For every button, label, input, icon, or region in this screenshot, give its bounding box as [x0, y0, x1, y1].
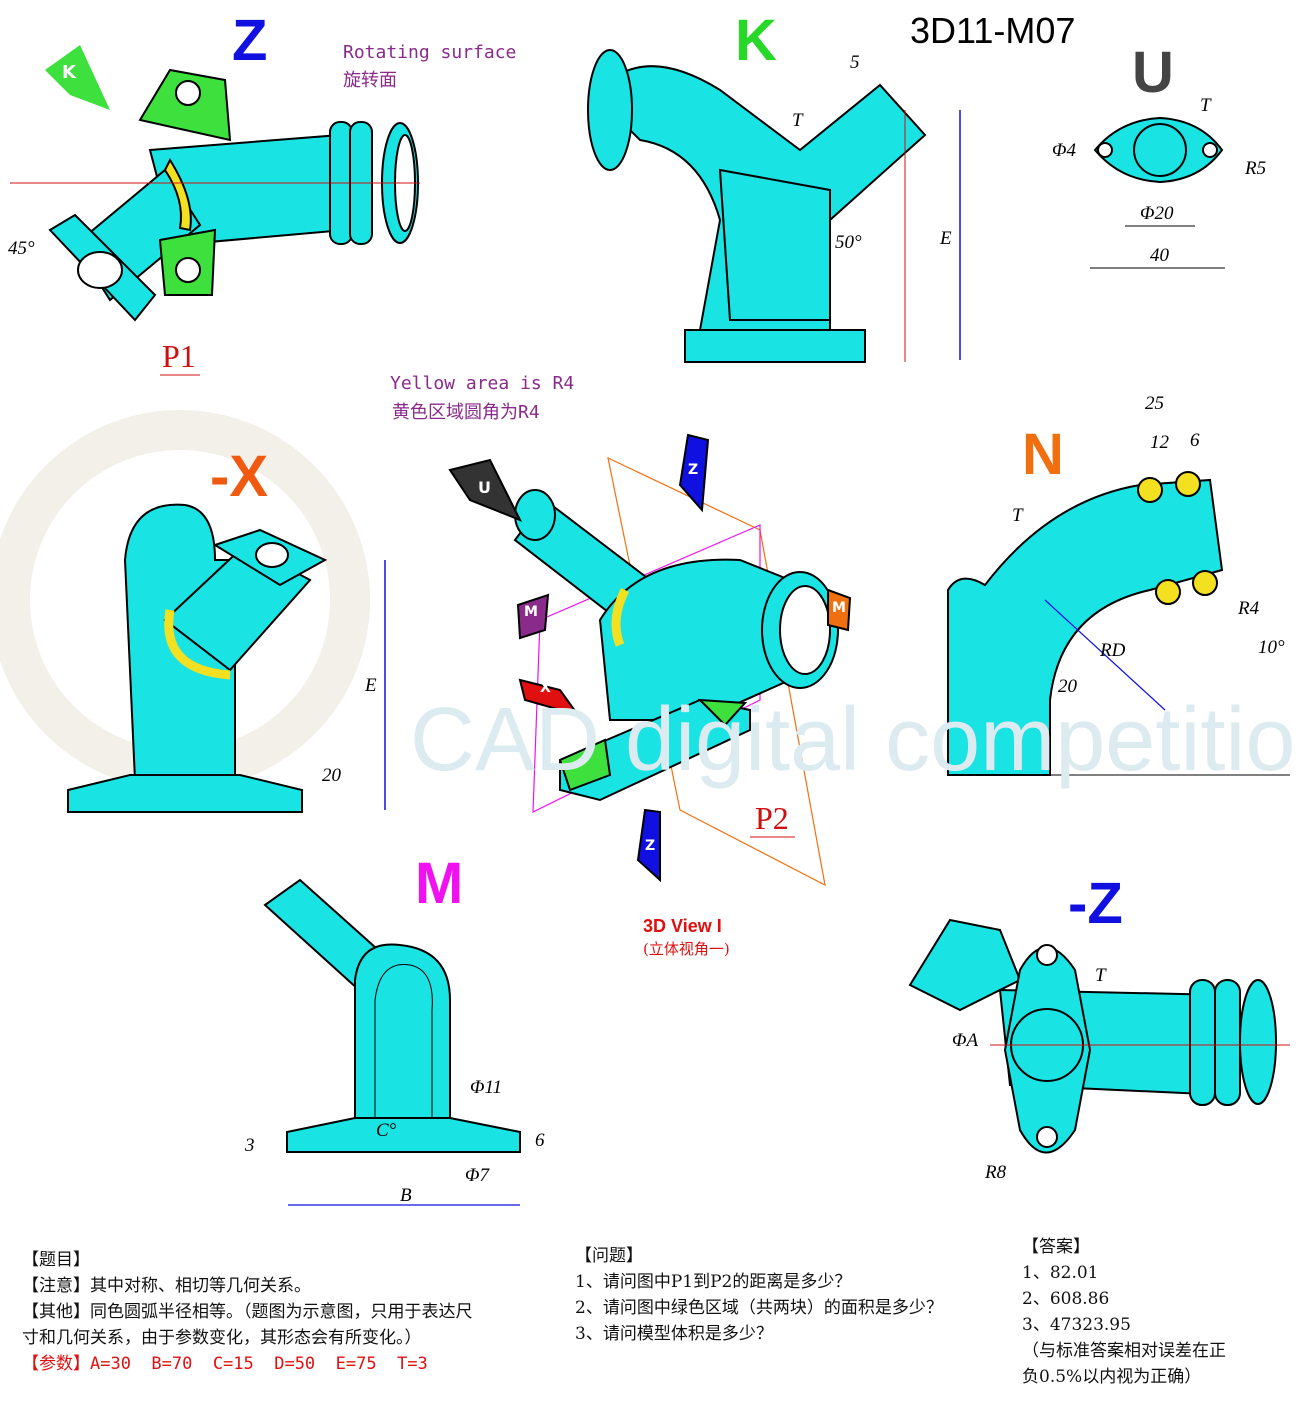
arrow-label-z-bottom: Z: [645, 838, 656, 854]
dim-n-25: 25: [1145, 393, 1164, 414]
dim-z-angle: 45°: [8, 238, 35, 259]
dim-m-c: C°: [376, 1120, 397, 1141]
dim-k-t: T: [792, 110, 803, 131]
dim-x-e: E: [365, 675, 377, 696]
arrow-label-x: X: [540, 680, 551, 696]
view-label-k: K: [735, 8, 777, 73]
view-n: [947, 471, 1290, 776]
dim-negz-da: ΦA: [952, 1030, 979, 1051]
answer-1: 1、82.01: [1022, 1263, 1099, 1283]
view3d-subtitle: (立体视角一): [643, 940, 730, 958]
answer-2: 2、608.86: [1022, 1289, 1110, 1309]
view-label-z: Z: [232, 8, 268, 73]
answer-note-2: 负0.5%以内视为正确）: [1022, 1367, 1202, 1387]
questions-section: 【问题】 1、请问图中P1到P2的距离是多少？ 2、请问图中绿色区域（共两块）的…: [575, 1243, 943, 1347]
arrow-label-m-right: M: [832, 600, 846, 616]
note-yellow-en: Yellow area is R4: [390, 373, 575, 394]
watermark: CAD digital competition: [410, 690, 1300, 790]
problem-heading: 【题目】: [22, 1250, 90, 1270]
question-1: 1、请问图中P1到P2的距离是多少？: [575, 1272, 852, 1292]
answers-heading: 【答案】: [1022, 1237, 1090, 1257]
answer-3: 3、47323.95: [1022, 1315, 1131, 1335]
view-label-u: U: [1132, 40, 1174, 105]
view-label-negx: -X: [210, 444, 268, 509]
dim-negz-r8: R8: [985, 1162, 1007, 1183]
view-label-n: N: [1022, 422, 1064, 487]
view-negz: [908, 918, 1290, 1154]
question-2: 2、请问图中绿色区域（共两块）的面积是多少？: [575, 1298, 943, 1318]
dim-u-40: 40: [1150, 245, 1169, 266]
view-k: [587, 49, 961, 363]
notice-tag: 【注意】: [22, 1276, 90, 1296]
answer-note-1: （与标准答案相对误差在正: [1022, 1341, 1226, 1361]
other-text-2: 寸和几何关系，由于参数变化，其形态会有所变化。）: [22, 1328, 422, 1348]
dim-n-6: 6: [1190, 430, 1200, 451]
view-negx: [67, 503, 386, 813]
arrow-label-z-top: Z: [688, 462, 699, 478]
dim-m-6: 6: [535, 1130, 545, 1151]
view-3d: [448, 433, 852, 887]
dim-u-r5: R5: [1245, 158, 1267, 179]
dim-n-rd: RD: [1100, 640, 1126, 661]
arrow-label-u: U: [478, 478, 491, 497]
note-rotating-en: Rotating surface: [343, 42, 517, 63]
view-label-m: M: [415, 851, 464, 916]
dim-k-angle: 50°: [835, 232, 862, 253]
view-m: [263, 878, 521, 1206]
note-rotating-cn: 旋转面: [343, 70, 397, 91]
dim-m-3: 3: [245, 1135, 255, 1156]
note-yellow-cn: 黄色区域圆角为R4: [392, 402, 540, 423]
dim-k-5: 5: [850, 52, 860, 73]
answers-section: 【答案】 1、82.01 2、608.86 3、47323.95 （与标准答案相…: [1022, 1234, 1226, 1390]
view-u: [1090, 116, 1225, 269]
arrow-label-k: K: [62, 62, 76, 83]
dim-k-e: E: [940, 228, 952, 249]
question-3: 3、请问模型体积是多少？: [575, 1324, 773, 1344]
point-p1: P1: [162, 338, 196, 374]
dim-m-d11: Φ11: [470, 1077, 503, 1098]
arrow-label-m-left: M: [524, 604, 538, 620]
dim-n-12: 12: [1150, 432, 1169, 453]
dim-n-r4: R4: [1238, 598, 1260, 619]
dim-m-d7: Φ7: [465, 1165, 489, 1186]
dim-negz-t: T: [1095, 965, 1106, 986]
view-z: [10, 45, 420, 322]
dim-n-20: 20: [1058, 676, 1077, 697]
dim-u-t: T: [1200, 95, 1211, 116]
point-p2: P2: [755, 800, 789, 836]
questions-heading: 【问题】: [575, 1246, 643, 1266]
dim-x-20: 20: [322, 765, 341, 786]
dim-n-t: T: [1012, 505, 1023, 526]
notice-text: 其中对称、相切等几何关系。: [90, 1276, 311, 1296]
dim-m-b: B: [400, 1185, 412, 1206]
view3d-title: 3D View I: [643, 916, 722, 936]
view-label-negz: -Z: [1068, 871, 1123, 936]
other-text: 同色圆弧半径相等。（题图为示意图，只用于表达尺: [90, 1302, 473, 1322]
drawing-title: 3D11-M07: [910, 10, 1076, 51]
params-tag: 【参数】: [22, 1354, 90, 1374]
problem-section: 【题目】 【注意】其中对称、相切等几何关系。 【其他】同色圆弧半径相等。（题图为…: [22, 1247, 473, 1377]
dim-u-d20: Φ20: [1140, 203, 1174, 224]
other-tag: 【其他】: [22, 1302, 90, 1322]
dim-n-10: 10°: [1258, 637, 1285, 658]
dim-u-d4: Φ4: [1052, 140, 1076, 161]
params-text: A=30 B=70 C=15 D=50 E=75 T=3: [90, 1354, 428, 1374]
